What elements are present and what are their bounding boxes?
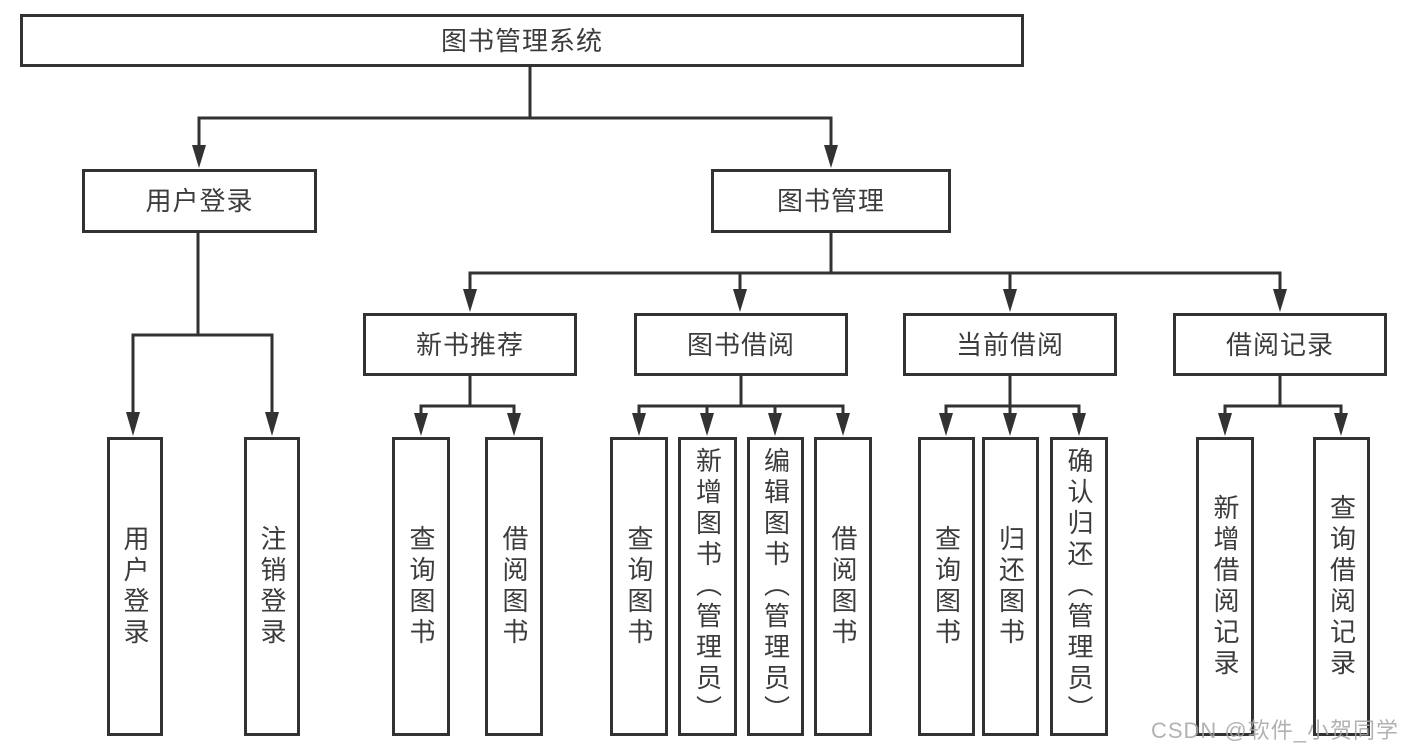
node-label: 查询图书 xyxy=(931,524,962,649)
edge-bookborrow-children xyxy=(637,404,845,414)
arrowheads xyxy=(126,145,1348,436)
node-label: 查询图书 xyxy=(624,524,654,649)
leaf-borrow-books-recommend: 借阅图书 xyxy=(485,437,543,736)
node-label: 新增图书（管理员） xyxy=(692,447,723,726)
leaf-logout: 注销登录 xyxy=(244,437,300,736)
node-label: 借阅图书 xyxy=(828,524,858,649)
node-label: 用户登录 xyxy=(145,186,254,216)
node-label: 图书管理系统 xyxy=(440,25,603,56)
node-label: 注销登录 xyxy=(257,524,287,649)
leaf-edit-books-admin: 编辑图书（管理员） xyxy=(747,437,804,736)
leaf-confirm-return-admin: 确认归还（管理员） xyxy=(1050,437,1108,736)
leaf-add-borrow-record: 新增借阅记录 xyxy=(1196,437,1254,736)
node-new-book-recommend: 新书推荐 xyxy=(363,313,577,376)
leaf-user-login: 用户登录 xyxy=(107,437,163,736)
leaf-query-books-recommend: 查询图书 xyxy=(392,437,450,736)
node-book-management: 图书管理 xyxy=(711,169,951,233)
leaf-query-borrow-record: 查询借阅记录 xyxy=(1313,437,1370,736)
node-label: 借阅图书 xyxy=(499,524,529,649)
node-label: 编辑图书（管理员） xyxy=(760,447,791,726)
edge-bookmgmt-children xyxy=(468,271,1282,290)
node-user-login: 用户登录 xyxy=(82,169,317,233)
edge-currentborrow-children xyxy=(944,404,1081,414)
node-label: 用户登录 xyxy=(120,524,150,649)
edge-newbook-children xyxy=(419,404,516,414)
node-label: 归还图书 xyxy=(995,524,1026,649)
edge-records-children xyxy=(1223,404,1343,414)
edge-root-children xyxy=(197,116,833,147)
node-label: 图书管理 xyxy=(776,186,885,216)
leaf-query-books-current: 查询图书 xyxy=(918,437,975,736)
csdn-watermark: CSDN @软件_小贺同学 xyxy=(1150,718,1399,743)
node-borrow-records: 借阅记录 xyxy=(1173,313,1387,376)
node-library-system: 图书管理系统 xyxy=(20,14,1024,67)
node-current-borrowing: 当前借阅 xyxy=(903,313,1117,376)
node-label: 借阅记录 xyxy=(1225,329,1334,360)
node-label: 图书借阅 xyxy=(686,329,795,360)
node-label: 新书推荐 xyxy=(415,329,524,360)
leaf-add-books-admin: 新增图书（管理员） xyxy=(678,437,737,736)
node-label: 确认归还（管理员） xyxy=(1064,447,1094,726)
node-label: 新增借阅记录 xyxy=(1210,493,1240,680)
node-label: 查询借阅记录 xyxy=(1326,493,1357,680)
leaf-borrow-books: 借阅图书 xyxy=(814,437,872,736)
node-label: 当前借阅 xyxy=(955,329,1064,360)
node-label: 查询图书 xyxy=(406,524,436,649)
leaf-return-books: 归还图书 xyxy=(982,437,1039,736)
edge-userlogin-children xyxy=(131,333,274,414)
leaf-query-books-borrowing: 查询图书 xyxy=(610,437,668,736)
node-book-borrowing: 图书借阅 xyxy=(634,313,848,376)
